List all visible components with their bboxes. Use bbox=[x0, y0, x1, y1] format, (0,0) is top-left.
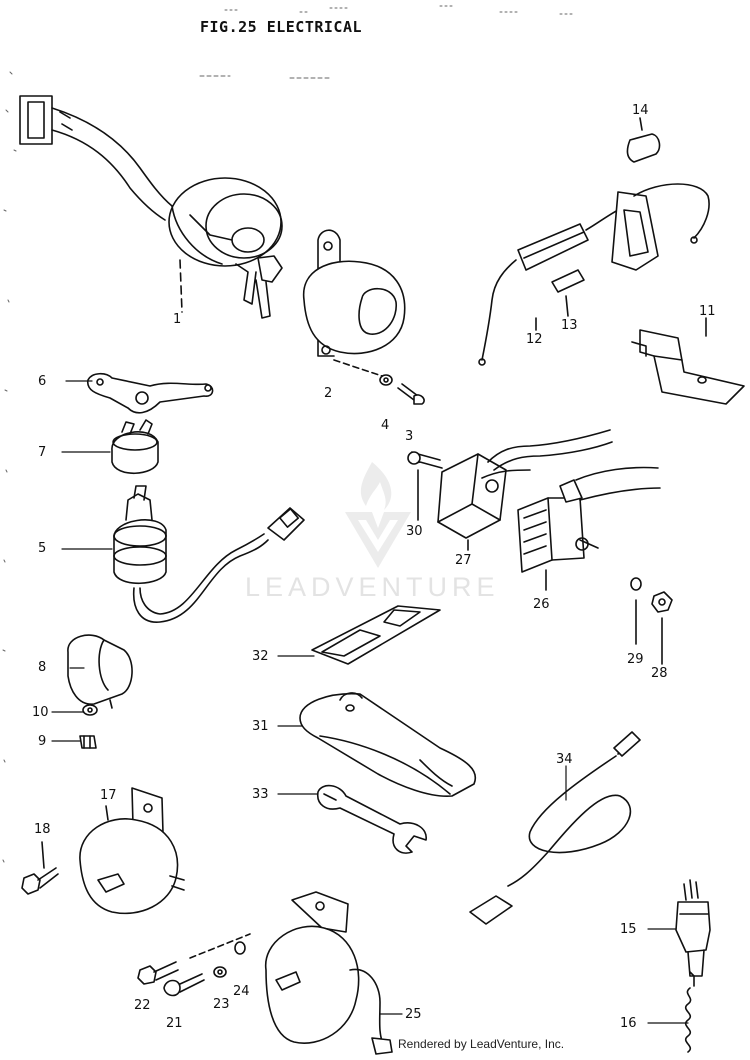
nut-and-washer bbox=[630, 577, 673, 665]
switch-plate bbox=[86, 372, 214, 414]
callout-30: 30 bbox=[406, 524, 423, 539]
callout-11: 11 bbox=[699, 304, 716, 319]
stop-light-switch bbox=[675, 879, 711, 977]
main-switch-harness bbox=[113, 485, 305, 623]
battery-band bbox=[311, 605, 441, 665]
callout-14: 14 bbox=[632, 103, 649, 118]
horn-bolt bbox=[21, 841, 59, 895]
callout-5: 5 bbox=[38, 541, 47, 556]
fuse bbox=[551, 269, 585, 317]
callout-31: 31 bbox=[252, 719, 269, 734]
switch-nut bbox=[111, 419, 159, 474]
callout-7: 7 bbox=[38, 445, 47, 460]
callout-16: 16 bbox=[620, 1016, 637, 1031]
ignition-switch-assembly bbox=[19, 95, 283, 319]
callout-2: 2 bbox=[324, 386, 333, 401]
horn bbox=[79, 787, 185, 915]
callout-10: 10 bbox=[32, 705, 49, 720]
leader-lines bbox=[51, 380, 689, 1024]
regulator-screw bbox=[407, 451, 443, 521]
horn-fasteners bbox=[137, 933, 251, 997]
callout-26: 26 bbox=[533, 597, 550, 612]
callout-29: 29 bbox=[627, 652, 644, 667]
callout-15: 15 bbox=[620, 922, 637, 937]
tool-bag bbox=[299, 692, 477, 797]
callout-34: 34 bbox=[556, 752, 573, 767]
wrench bbox=[316, 784, 427, 854]
ground-cable bbox=[469, 731, 641, 925]
callout-6: 6 bbox=[38, 374, 47, 389]
callout-21: 21 bbox=[166, 1016, 183, 1031]
rubber-cap bbox=[626, 117, 661, 163]
voltage-regulator bbox=[437, 429, 613, 551]
callout-1: 1 bbox=[173, 312, 182, 327]
callout-25: 25 bbox=[405, 1007, 422, 1022]
second-horn bbox=[265, 891, 393, 1055]
callout-17: 17 bbox=[100, 788, 117, 803]
callout-23: 23 bbox=[213, 997, 230, 1012]
callout-22: 22 bbox=[134, 998, 151, 1013]
callout-18: 18 bbox=[34, 822, 51, 837]
callout-8: 8 bbox=[38, 660, 47, 675]
terminal-cover bbox=[67, 634, 133, 709]
callout-3: 3 bbox=[405, 429, 414, 444]
callout-9: 9 bbox=[38, 734, 47, 749]
figure-title: FIG.25 ELECTRICAL bbox=[200, 18, 363, 36]
mounting-bracket bbox=[631, 317, 745, 405]
fuse-holder bbox=[478, 183, 710, 366]
callout-28: 28 bbox=[651, 666, 668, 681]
callout-24: 24 bbox=[233, 984, 250, 999]
buzzer-housing bbox=[302, 229, 406, 377]
callout-33: 33 bbox=[252, 787, 269, 802]
return-spring bbox=[684, 971, 695, 1053]
callout-4: 4 bbox=[381, 418, 390, 433]
rectifier bbox=[517, 466, 661, 591]
screw-and-washer bbox=[379, 374, 425, 405]
scan-artifacts bbox=[2, 5, 576, 863]
footer-credit: Rendered by LeadVenture, Inc. bbox=[398, 1037, 565, 1051]
callout-12: 12 bbox=[526, 332, 543, 347]
callout-27: 27 bbox=[455, 553, 472, 568]
callout-32: 32 bbox=[252, 649, 269, 664]
callout-13: 13 bbox=[561, 318, 578, 333]
washer-and-bolt bbox=[79, 704, 98, 749]
